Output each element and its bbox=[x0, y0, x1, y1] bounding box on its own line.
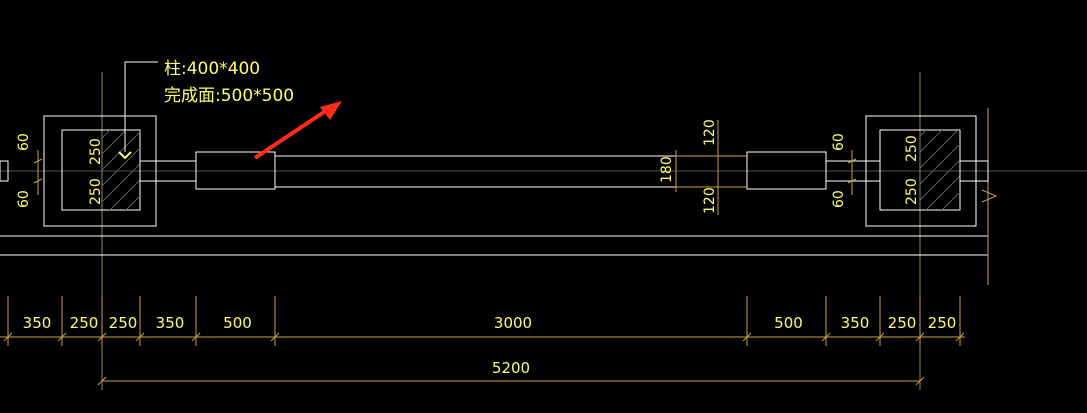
left-column-hatch bbox=[102, 130, 140, 210]
dim-tick bbox=[97, 332, 107, 342]
dim-chain-label: 3000 bbox=[494, 314, 532, 332]
dim-chain-label: 500 bbox=[774, 314, 803, 332]
dim-tick bbox=[57, 332, 67, 342]
dim-left-gap-tick1 bbox=[33, 158, 43, 164]
dim-total-tick-right bbox=[915, 376, 925, 386]
dim-chain-label: 350 bbox=[23, 314, 52, 332]
dim-left-col-bottom: 250 bbox=[88, 178, 104, 205]
dim-chain-labels: 350 250 250 350 500 3000 500 350 250 250 bbox=[23, 314, 957, 332]
check-marker-icon bbox=[118, 151, 132, 160]
dim-chain-label: 250 bbox=[70, 314, 99, 332]
dim-tick bbox=[270, 332, 280, 342]
dim-tick bbox=[955, 332, 965, 342]
dim-right-col-top: 250 bbox=[904, 135, 920, 162]
dim-right-gap-tick2 bbox=[847, 178, 857, 184]
column-label-line2: 完成面:500*500 bbox=[164, 86, 294, 106]
break-line-zigzag bbox=[981, 189, 998, 203]
dim-total-tick-left bbox=[97, 376, 107, 386]
dim-tick bbox=[3, 332, 13, 342]
dim-tick bbox=[915, 332, 925, 342]
dim-chain-label: 250 bbox=[888, 314, 917, 332]
dim-right-col-bottom: 250 bbox=[904, 178, 920, 205]
dim-chain-label: 250 bbox=[928, 314, 957, 332]
dim-chain-label: 350 bbox=[156, 314, 185, 332]
dim-total-label: 5200 bbox=[492, 359, 530, 377]
dim-left-gap-top: 60 bbox=[16, 133, 32, 151]
left-column-finish bbox=[43, 115, 157, 227]
dim-left-gap-tick2 bbox=[33, 178, 43, 184]
wall-left-stub bbox=[0, 160, 9, 182]
dim-tick bbox=[821, 332, 831, 342]
dim-chain-label: 250 bbox=[109, 314, 138, 332]
dim-mid-top: 120 bbox=[702, 119, 718, 146]
dim-tick bbox=[875, 332, 885, 342]
right-column-hatch bbox=[920, 130, 960, 210]
dim-left-gap-bottom: 60 bbox=[16, 190, 32, 208]
pointer-arrow-icon bbox=[253, 101, 342, 160]
dim-mid-bottom: 120 bbox=[702, 187, 718, 214]
dim-right-gap-bottom: 60 bbox=[831, 190, 847, 208]
label-leader bbox=[124, 61, 158, 152]
dim-right-gap-tick1 bbox=[847, 158, 857, 164]
dim-chain-ticks bbox=[3, 296, 965, 346]
dim-chain-label: 500 bbox=[223, 314, 252, 332]
dim-chain-label: 350 bbox=[841, 314, 870, 332]
wall-right-stub bbox=[959, 160, 989, 182]
column-label-line1: 柱:400*400 bbox=[164, 59, 260, 79]
dim-right-gap-top: 60 bbox=[831, 133, 847, 151]
dim-tick bbox=[135, 332, 145, 342]
dim-left-col-top: 250 bbox=[88, 138, 104, 165]
dim-mid-center: 180 bbox=[659, 156, 675, 183]
dim-tick bbox=[191, 332, 201, 342]
right-column-finish bbox=[865, 115, 977, 227]
dim-tick bbox=[742, 332, 752, 342]
